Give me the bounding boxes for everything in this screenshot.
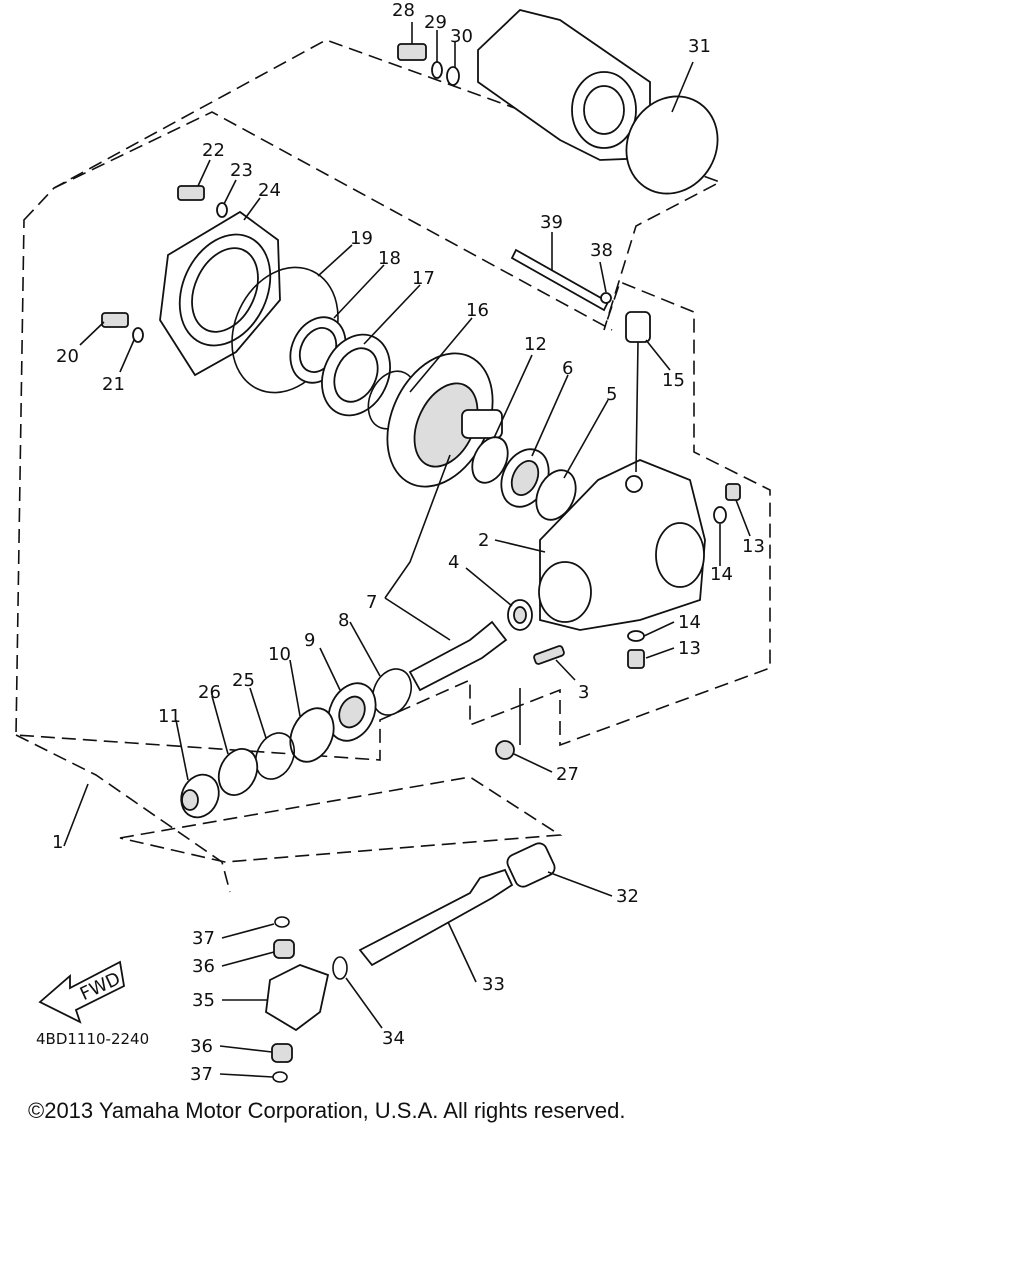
copyright-notice: ©2013 Yamaha Motor Corporation, U.S.A. A… (28, 1098, 626, 1123)
part-34-circlip (332, 956, 348, 980)
part-24-gear-case-cover (159, 210, 281, 377)
part-32-coupling (506, 842, 556, 888)
leader-lines (63, 22, 751, 1078)
part-36-bearing-cup-lower (271, 1043, 293, 1063)
callout-21: 21 (102, 374, 125, 395)
callout-6: 6 (562, 358, 573, 379)
part-4-bearing (507, 599, 533, 631)
callout-13-upper: 13 (742, 536, 765, 557)
part-33-drive-shaft (358, 868, 514, 967)
callout-32: 32 (616, 886, 639, 907)
part-13-drain-bolt-lower (627, 649, 645, 669)
callout-36-lower: 36 (190, 1036, 213, 1057)
assembly-outline-base (15, 734, 231, 893)
part-22-bolt (177, 185, 205, 201)
callout-10: 10 (268, 644, 291, 665)
callout-15: 15 (662, 370, 685, 391)
part-23-washer (216, 202, 228, 218)
part-35-universal-joint (265, 964, 330, 1032)
part-27-nut (495, 740, 515, 760)
callout-27: 27 (556, 764, 579, 785)
callout-23: 23 (230, 160, 253, 181)
part-14-gasket-lower (627, 630, 645, 642)
part-13-drain-bolt-upper (725, 483, 741, 501)
part-14-gasket-upper (713, 506, 727, 524)
part-29-washer (431, 61, 443, 79)
callout-34: 34 (382, 1028, 405, 1049)
callout-33: 33 (482, 974, 505, 995)
part-26-bearing (217, 748, 259, 796)
part-39-shaft (510, 248, 610, 312)
callout-14-upper: 14 (710, 564, 733, 585)
part-7-ring-gear (386, 352, 503, 488)
exploded-parts-diagram: FWD 28 29 30 31 22 23 24 39 38 (15, 0, 771, 1085)
part-38-pin (600, 292, 612, 304)
callout-31: 31 (688, 36, 711, 57)
callout-22: 22 (202, 140, 225, 161)
forward-arrow-icon: FWD (38, 960, 125, 1024)
callout-38: 38 (590, 240, 613, 261)
callout-20: 20 (56, 346, 79, 367)
part-30-washer (446, 66, 460, 86)
part-15-plug (625, 311, 651, 343)
callout-3: 3 (578, 682, 589, 703)
part-21-washer (132, 327, 144, 343)
callout-35: 35 (192, 990, 215, 1011)
part-37-circlip-upper (274, 916, 290, 928)
callout-9: 9 (304, 630, 315, 651)
part-31-housing-cover (477, 9, 719, 195)
drawing-code: 4BD1110-2240 (36, 1030, 149, 1048)
part-17-bearing (321, 333, 391, 417)
callout-19: 19 (350, 228, 373, 249)
callout-37-upper: 37 (192, 928, 215, 949)
callout-17: 17 (412, 268, 435, 289)
callout-16: 16 (466, 300, 489, 321)
part-37-circlip-lower (272, 1071, 288, 1083)
callout-39: 39 (540, 212, 563, 233)
callout-4: 4 (448, 552, 459, 573)
callout-36-upper: 36 (192, 956, 215, 977)
callout-7: 7 (366, 592, 377, 613)
callout-8: 8 (338, 610, 349, 631)
callout-13-lower: 13 (678, 638, 701, 659)
part-28-bolt (397, 43, 427, 61)
part-7-pinion-gear (408, 620, 508, 692)
part-3-stud (533, 645, 565, 665)
callout-11: 11 (158, 706, 181, 727)
callout-24: 24 (258, 180, 281, 201)
assembly-outline-outer (15, 39, 771, 761)
part-36-bearing-cup-upper (273, 939, 295, 959)
part-20-bolt (101, 312, 129, 328)
callout-26: 26 (198, 682, 221, 703)
assembly-outline-lower (119, 776, 563, 863)
callout-2: 2 (478, 530, 489, 551)
callout-5: 5 (606, 384, 617, 405)
callout-14-lower: 14 (678, 612, 701, 633)
callout-30: 30 (450, 26, 473, 47)
part-9-bearing (327, 682, 377, 742)
assembly-outline-upper (53, 111, 613, 331)
callout-37-lower: 37 (190, 1064, 213, 1085)
part-12-bearing-retainer (471, 436, 509, 484)
callout-18: 18 (378, 248, 401, 269)
gear-case-housing (538, 459, 706, 631)
part-8-shim (371, 668, 413, 716)
part-25-o-ring (254, 732, 296, 780)
callout-labels: 28 29 30 31 22 23 24 39 38 19 18 17 16 2… (36, 0, 765, 1085)
callout-25: 25 (232, 670, 255, 691)
callout-29: 29 (424, 12, 447, 33)
callout-12: 12 (524, 334, 547, 355)
part-10-bearing-retainer (289, 707, 335, 763)
part-11-oil-seal (180, 773, 220, 819)
callout-1: 1 (52, 832, 63, 853)
callout-28: 28 (392, 0, 415, 21)
